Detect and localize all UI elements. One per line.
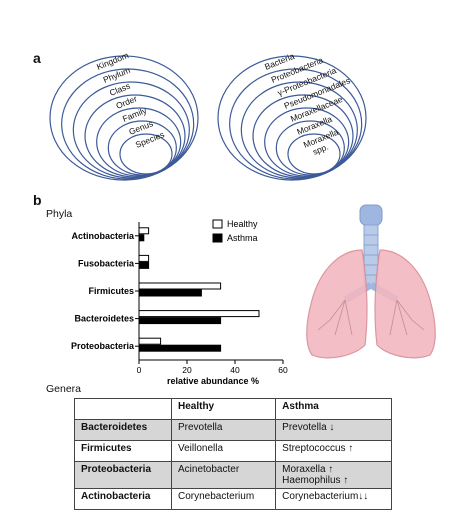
bar-healthy	[138, 310, 260, 318]
bar-healthy	[138, 282, 222, 290]
header-healthy: Healthy	[170, 398, 277, 420]
category-label: Proteobacteria	[71, 341, 135, 351]
legend-swatch-healthy	[212, 219, 223, 229]
panel-label-a: a	[33, 50, 41, 66]
legend-label-healthy: Healthy	[227, 219, 258, 229]
right-ring	[252, 94, 354, 178]
table-row: Firmicutes Veillonella Streptococcus ↑	[74, 440, 392, 462]
x-axis-label: relative abundance %	[167, 376, 259, 386]
row-healthy: Acinetobacter	[170, 461, 277, 489]
table-row: Bacteroidetes Prevotella Prevotella ↓	[74, 419, 392, 441]
right-ring	[240, 81, 358, 179]
row-phylum: Bacteroidetes	[74, 419, 172, 441]
left-ring	[107, 120, 177, 176]
left-ring	[61, 68, 195, 180]
table-row: Proteobacteria Acinetobacter Moraxella ↑…	[74, 461, 392, 489]
left-ring	[72, 81, 190, 179]
row-healthy: Prevotella	[170, 419, 277, 441]
category-label: Fusobacteria	[78, 258, 135, 268]
bar-asthma	[138, 234, 145, 242]
x-tick-label: 40	[230, 365, 240, 375]
header-asthma: Asthma	[275, 398, 392, 420]
left-ring	[119, 133, 173, 175]
category-label: Bacteroidetes	[74, 314, 134, 324]
asthma-genus-line: Haemophilus ↑	[282, 475, 349, 486]
right-ring	[287, 133, 341, 175]
left-ring	[96, 107, 182, 177]
row-phylum: Proteobacteria	[74, 461, 172, 489]
right-lung-icon	[374, 249, 436, 359]
right-ring	[275, 120, 345, 176]
bar-healthy	[138, 254, 150, 262]
left-ring	[84, 94, 186, 178]
right-ring	[217, 55, 367, 181]
header-phylum	[74, 398, 172, 420]
row-asthma: Moraxella ↑ Haemophilus ↑	[275, 461, 392, 489]
legend-label-asthma: Asthma	[227, 233, 258, 243]
right-ring	[229, 68, 363, 180]
bar-asthma	[138, 261, 150, 269]
row-asthma: Prevotella ↓	[275, 419, 392, 441]
row-healthy: Corynebacterium	[170, 488, 277, 510]
genera-table: Healthy Asthma Bacteroidetes Prevotella …	[74, 398, 392, 510]
right-ring	[264, 107, 350, 177]
row-asthma: Corynebacterium↓↓	[275, 488, 392, 510]
category-label: Actinobacteria	[71, 231, 135, 241]
table-row: Actinobacteria Corynebacterium Corynebac…	[74, 488, 392, 510]
x-tick-label: 60	[278, 365, 288, 375]
x-tick-label: 0	[137, 365, 142, 375]
chart-title: Phyla	[46, 208, 73, 220]
row-healthy: Veillonella	[170, 440, 277, 462]
category-label: Firmicutes	[88, 286, 134, 296]
table-header-row: Healthy Asthma	[74, 398, 392, 420]
left-lung-icon	[306, 249, 368, 359]
bar-healthy	[138, 337, 162, 345]
bar-asthma	[138, 289, 202, 297]
row-phylum: Actinobacteria	[74, 488, 172, 510]
x-tick-label: 20	[182, 365, 192, 375]
panel-label-b: b	[33, 192, 42, 208]
bar-healthy	[138, 227, 150, 235]
row-phylum: Firmicutes	[74, 440, 172, 462]
left-ring	[49, 55, 199, 181]
legend-swatch-asthma	[212, 233, 223, 243]
genera-title: Genera	[46, 383, 82, 395]
asthma-genus-line: Moraxella ↑	[282, 464, 334, 475]
bar-asthma	[138, 317, 222, 325]
row-asthma: Streptococcus ↑	[275, 440, 392, 462]
bar-asthma	[138, 344, 222, 352]
